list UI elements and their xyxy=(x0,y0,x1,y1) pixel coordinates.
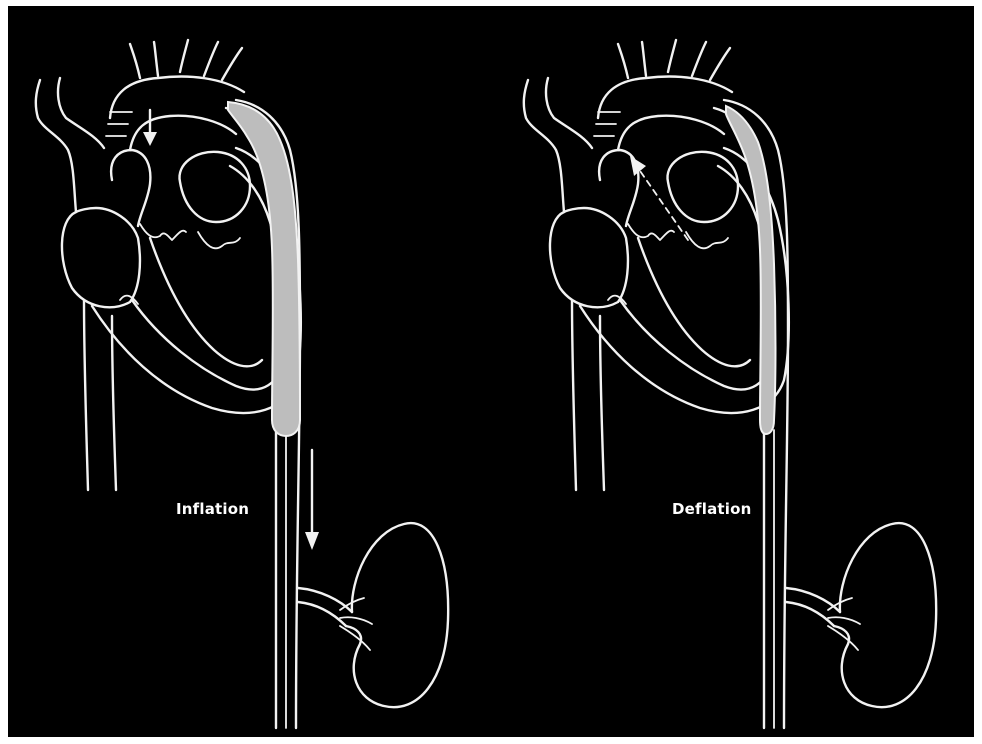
deflation-label: Deflation xyxy=(672,500,752,518)
down-arrow-icon xyxy=(143,132,157,146)
down-arrow-icon xyxy=(305,532,319,550)
inflation-label: Inflation xyxy=(176,500,249,518)
inflation-panel xyxy=(36,40,448,728)
deflation-panel xyxy=(524,40,936,728)
deflated-balloon xyxy=(726,106,776,434)
